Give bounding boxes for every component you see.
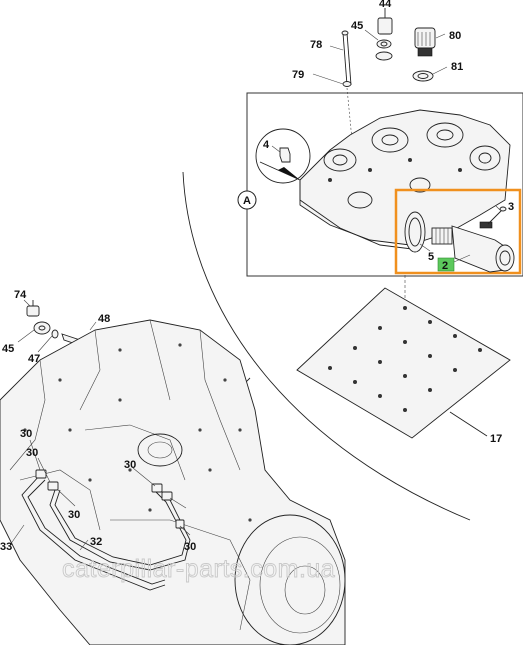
leader-lines [9, 10, 501, 551]
callout-78: 78 [310, 39, 322, 51]
watermark: caterpillar-parts.com.ua [62, 555, 335, 583]
callout-33: 33 [0, 541, 12, 553]
callout-74: 74 [14, 289, 27, 301]
part-4-detail [255, 128, 311, 184]
valve-body [259, 109, 511, 251]
callout-3: 3 [508, 201, 514, 213]
transmission-housing [0, 319, 346, 645]
callout-79: 79 [292, 69, 304, 81]
highlight-box-part-2 [394, 188, 522, 275]
callout-30-c: 30 [68, 509, 80, 521]
part-5-seal [404, 211, 426, 253]
callout-45-top: 45 [351, 20, 363, 32]
callout-30-e: 30 [184, 541, 196, 553]
callout-80: 80 [449, 30, 461, 42]
part-80-sensor [414, 27, 436, 57]
view-a-circle [237, 190, 257, 210]
callout-47: 47 [28, 353, 40, 365]
tube-32 [49, 489, 191, 571]
part-2-solenoid [431, 221, 515, 273]
callout-5: 5 [428, 251, 434, 263]
part-17-plate [296, 287, 511, 439]
callout-30-a: 30 [20, 428, 32, 440]
part-45-washer-left [33, 321, 51, 335]
callout-45-left: 45 [2, 343, 14, 355]
part-45-washer-top [375, 39, 393, 61]
part-3-screw [487, 206, 507, 225]
callout-44: 44 [379, 0, 392, 10]
callout-4: 4 [263, 139, 270, 151]
callout-30-b: 30 [26, 447, 38, 459]
callout-30-d: 30 [124, 459, 136, 471]
part-79-washer [342, 81, 352, 87]
callout-81: 81 [451, 61, 463, 73]
part-78-bolt [341, 30, 353, 141]
part-81-oring [412, 70, 434, 82]
callout-32: 32 [90, 536, 102, 548]
callout-2: 2 [442, 260, 448, 272]
detail-box [246, 92, 523, 277]
part-2-tag [437, 257, 455, 272]
callout-48: 48 [98, 313, 110, 325]
tube-fittings [35, 469, 185, 529]
callout-17: 17 [490, 433, 502, 445]
part-74-plug [26, 300, 40, 317]
part-47-oring [51, 329, 59, 339]
callout-a: A [243, 195, 251, 207]
tube-33 [21, 474, 166, 591]
section-arc [182, 171, 471, 521]
